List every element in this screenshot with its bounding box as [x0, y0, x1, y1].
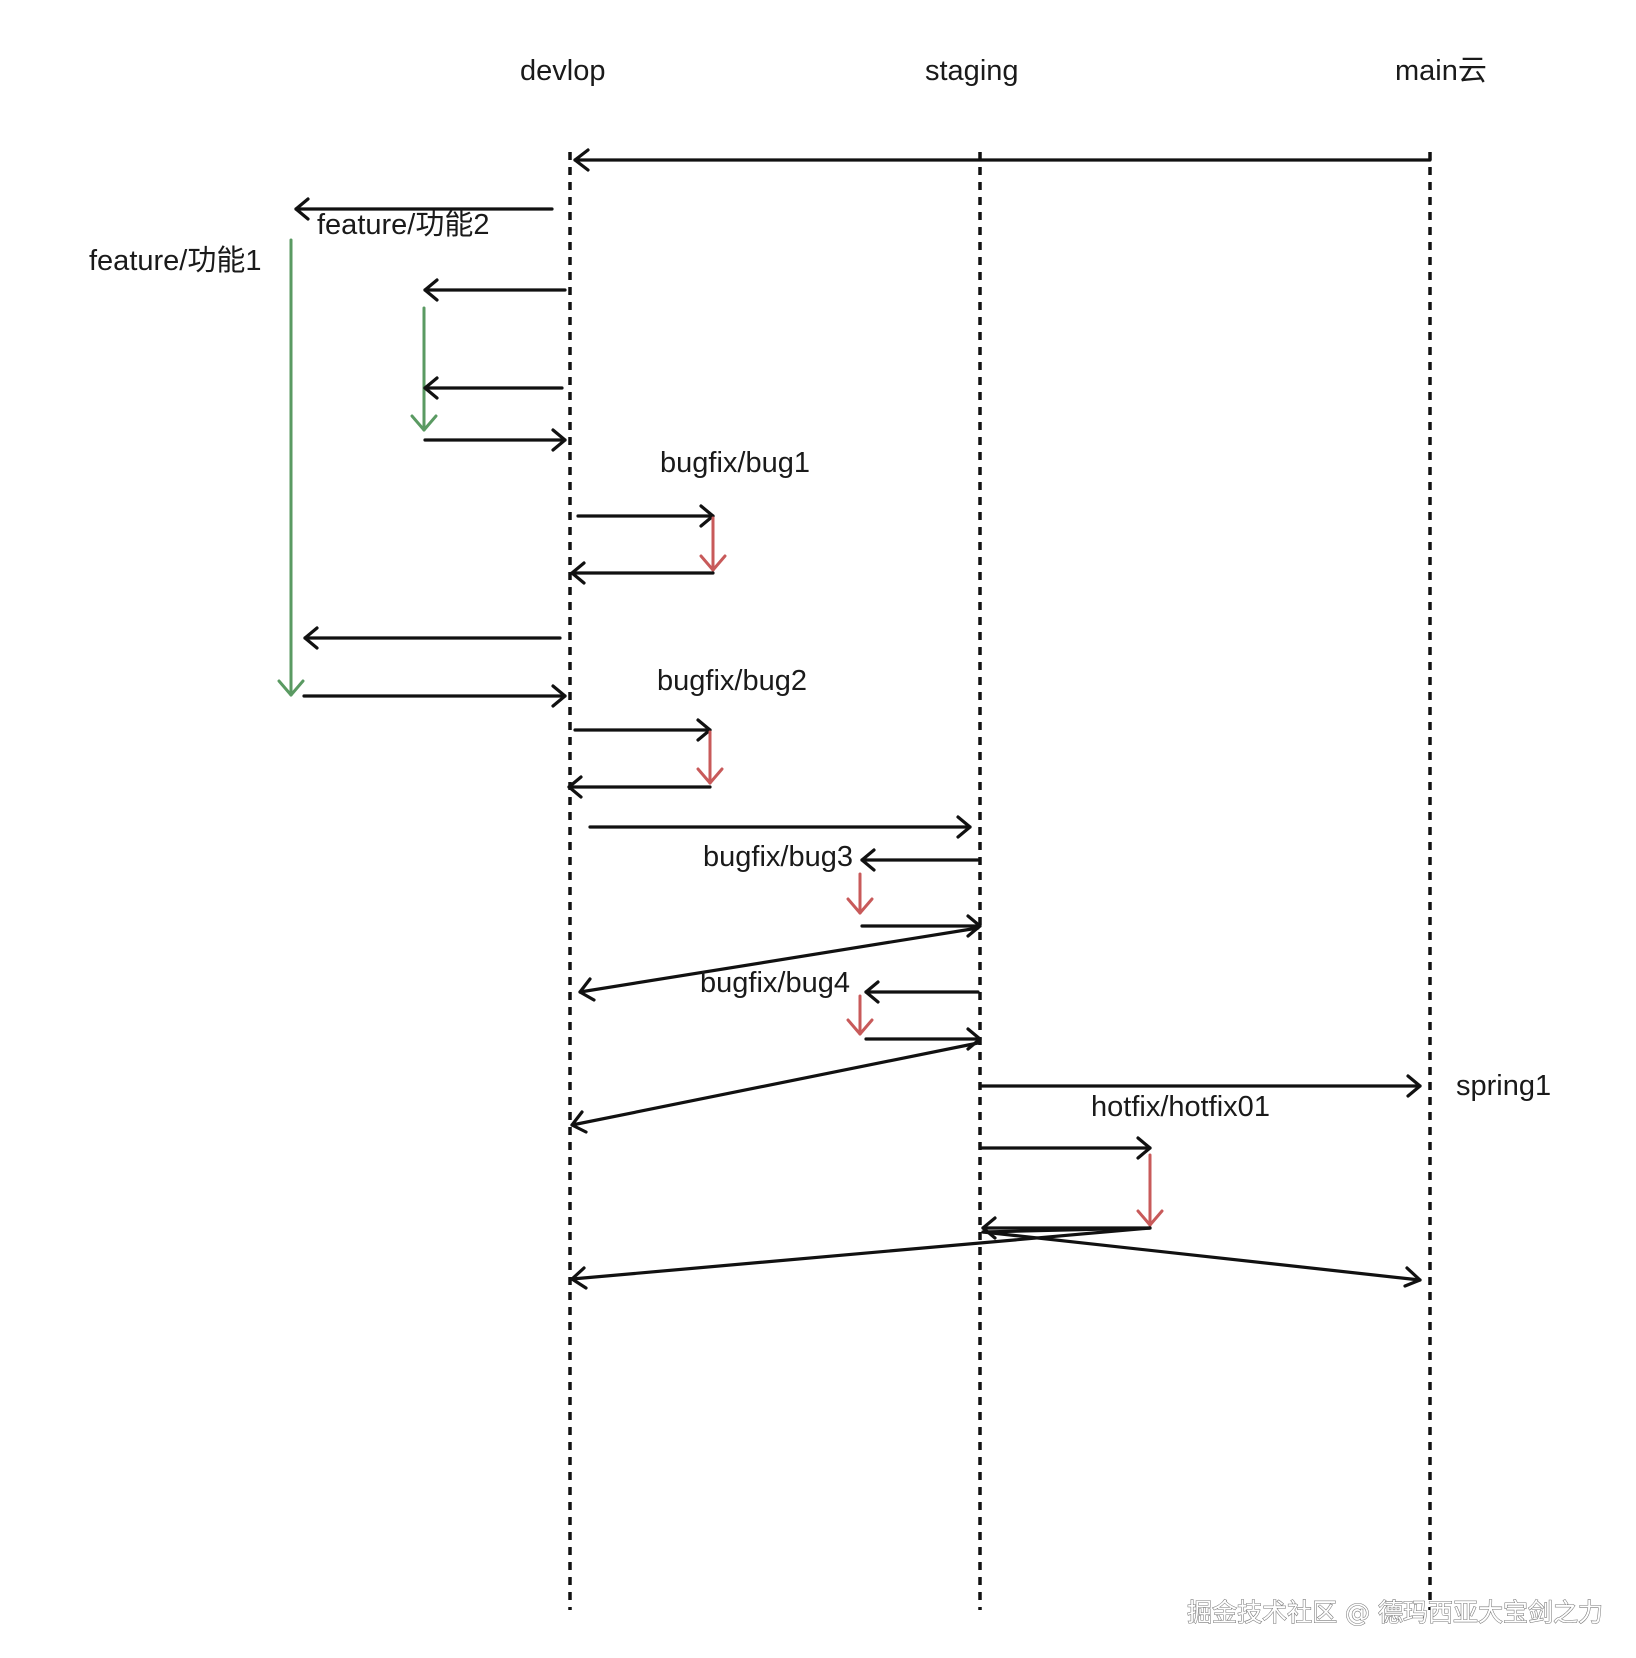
- bug1-fix-arrow: [699, 516, 727, 572]
- bug3-fix-arrow: [846, 872, 874, 915]
- watermark-text: 掘金技术社区 @ 德玛西亚大宝剑之力: [1187, 1598, 1603, 1627]
- arrow-staging-release-to-main: [980, 1074, 1422, 1098]
- arrow-staging-backmerge-develop-2: [570, 1041, 980, 1134]
- arrow-hotfix-merge-main: [981, 1226, 1422, 1288]
- arrow-develop-to-feature2: [294, 197, 554, 221]
- lane-label-develop: devlop: [520, 55, 605, 87]
- arrow-staging-to-hotfix: [980, 1136, 1152, 1160]
- branch-label-bug4: bugfix/bug4: [700, 967, 850, 999]
- feature-inner-timeline-arrow: [410, 306, 438, 432]
- arrow-develop-to-bug1: [576, 504, 715, 528]
- arrow-staging-to-bug4: [864, 980, 980, 1004]
- arrow-develop-to-bug2: [573, 718, 712, 742]
- arrow-bug2-merge-develop: [567, 775, 712, 799]
- branch-label-hotfix: hotfix/hotfix01: [1091, 1091, 1270, 1123]
- release-tag-label: spring1: [1456, 1070, 1551, 1102]
- lane-label-staging: staging: [925, 55, 1019, 87]
- bug2-fix-arrow: [696, 730, 724, 785]
- arrow-main-to-develop: [573, 148, 1432, 172]
- branch-label-bug2: bugfix/bug2: [657, 665, 807, 697]
- bug4-fix-arrow: [846, 994, 874, 1036]
- arrow-develop-to-staging: [588, 815, 972, 839]
- arrow-develop-to-feature-inner: [423, 278, 567, 302]
- branch-label-feature1: feature/功能1: [89, 244, 261, 277]
- hotfix-fix-arrow: [1136, 1153, 1164, 1227]
- arrow-develop-sync-feature-inner: [423, 376, 564, 400]
- arrow-develop-sync-feature1: [303, 626, 562, 650]
- arrow-bug1-merge-develop: [570, 561, 715, 585]
- arrow-staging-backmerge-develop-1: [578, 926, 980, 1002]
- branch-label-bug1: bugfix/bug1: [660, 447, 810, 479]
- arrow-feature-inner-merge-develop: [423, 428, 567, 452]
- arrow-hotfix-merge-develop: [570, 1226, 1152, 1290]
- feature1-timeline-arrow: [277, 238, 305, 697]
- arrow-staging-to-bug3: [860, 848, 980, 872]
- lane-label-main: main云: [1395, 55, 1487, 87]
- arrow-bug3-merge-staging: [860, 914, 982, 938]
- branch-label-feature2: feature/功能2: [317, 208, 489, 241]
- branch-label-bug3: bugfix/bug3: [703, 841, 853, 873]
- arrow-feature1-merge-develop: [302, 684, 567, 708]
